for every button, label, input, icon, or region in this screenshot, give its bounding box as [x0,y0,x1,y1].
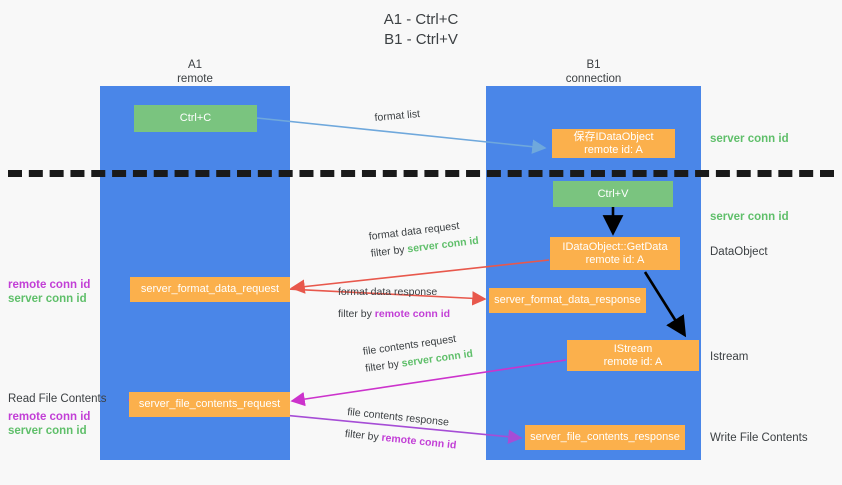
diagram-title: A1 - Ctrl+C B1 - Ctrl+V [383,11,459,48]
lane-header-b1: B1 connection [565,59,622,85]
label-server-conn-id-left-top: server conn id [8,293,87,305]
box-ctrl-c[interactable]: Ctrl+C [134,105,257,132]
label-read-file-contents: Read File Contents [8,393,107,405]
label-istream: Istream [710,351,749,363]
filter-prefix: filter by [364,357,403,375]
label-conn-pair-bottom: remote conn id server conn id [8,410,90,438]
label-server-conn-id-second: server conn id [710,211,789,223]
filter-value-remote-conn-id: remote conn id [374,308,451,320]
horizontal-divider [8,170,834,177]
arrow-format-list [256,117,547,154]
arrow-getdata-to-istream [643,271,687,338]
label-server-conn-id-left-bottom: server conn id [8,425,87,437]
label-server-conn-id-top: server conn id [710,133,789,145]
box-istream[interactable]: IStream remote id: A [567,340,699,371]
edge-label-format-data-response-main: format data response [338,286,438,298]
label-conn-pair-top: remote conn id server conn id [8,278,90,306]
label-write-file-contents: Write File Contents [710,432,808,444]
box-ctrl-v[interactable]: Ctrl+V [553,181,673,207]
label-remote-conn-id-top: remote conn id [8,279,91,291]
filter-prefix: filter by [344,427,383,444]
edge-label-format-data-response-filter: filter by remote conn id [338,307,450,322]
box-server-file-contents-request[interactable]: server_file_contents_request [129,392,290,417]
filter-prefix: filter by [370,243,409,260]
arrow-format-data-request [290,259,550,294]
box-idataobject-getdata[interactable]: IDataObject::GetData remote id: A [550,237,680,270]
box-server-format-data-request[interactable]: server_format_data_request [130,277,290,302]
arrow-file-contents-request [290,359,567,407]
box-server-format-data-response[interactable]: server_format_data_response [489,288,646,313]
label-dataobject: DataObject [710,246,768,258]
filter-prefix: filter by [338,308,375,320]
label-remote-conn-id-bottom: remote conn id [8,411,91,423]
box-server-file-contents-response[interactable]: server_file_contents_response [525,425,685,450]
box-save-idataobject[interactable]: 保存IDataObject remote id: A [552,129,675,158]
edge-label-format-data-response: format data response filter by remote co… [338,285,450,322]
lane-header-a1: A1 remote [177,59,213,85]
